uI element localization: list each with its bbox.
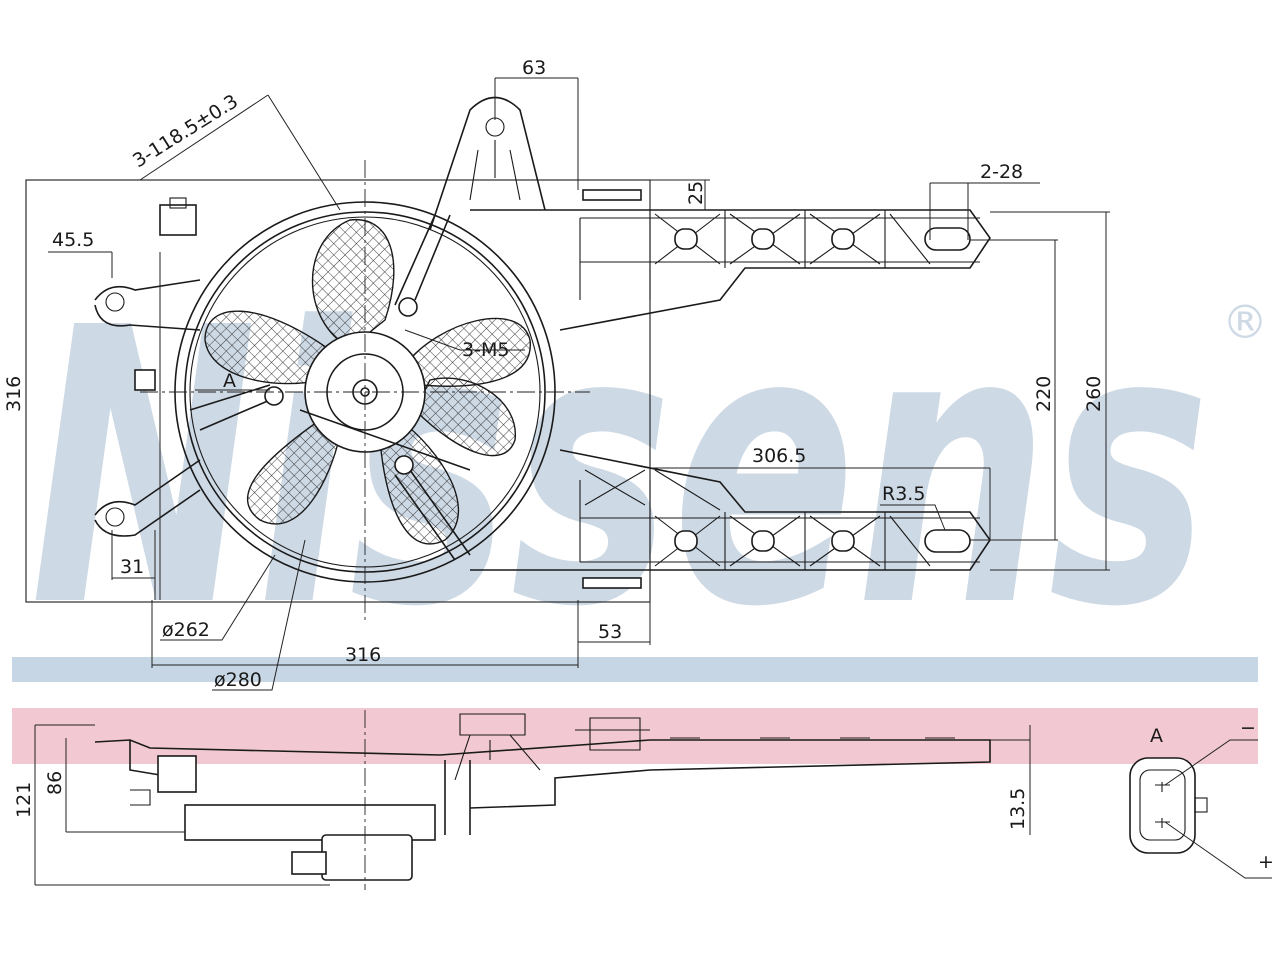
dim-25: 25 — [685, 181, 707, 205]
view-a-label-connector: A — [1150, 725, 1163, 747]
view-a-label-front: A — [223, 370, 236, 392]
dim-86: 86 — [44, 771, 66, 795]
dim-121: 121 — [13, 782, 35, 818]
mount-slots — [674, 227, 971, 553]
dim-316-width: 316 — [345, 644, 381, 666]
side-motor-end — [321, 834, 413, 881]
fan-blades — [204, 219, 531, 545]
dim-3-m5: 3-M5 — [462, 339, 509, 361]
side-motor — [184, 804, 436, 841]
dim-dia-280: ø280 — [214, 669, 262, 691]
bottom-tab — [582, 577, 642, 589]
dim-13-5: 13.5 — [1007, 788, 1029, 830]
watermark: Nissens ® — [12, 247, 1268, 764]
dim-63: 63 — [522, 57, 546, 79]
dim-260: 260 — [1083, 376, 1105, 412]
motor-arms — [189, 214, 471, 561]
overall-frame — [25, 179, 651, 603]
front-connector — [159, 204, 197, 236]
dim-316-height: 316 — [3, 376, 25, 412]
bracket-rails — [579, 210, 980, 570]
dim-dia-262: ø262 — [162, 619, 210, 641]
blue-band — [12, 657, 1258, 682]
top-tab — [582, 189, 642, 201]
registered-mark: ® — [1222, 295, 1268, 349]
dim-r3-5: R3.5 — [882, 483, 925, 505]
dim-45-5: 45.5 — [52, 229, 94, 251]
side-connector — [157, 755, 197, 793]
dim-2-28: 2-28 — [980, 161, 1023, 183]
left-lug-bottom — [94, 459, 201, 537]
pink-band — [12, 708, 1258, 764]
minus-terminal-label: − — [1240, 717, 1256, 739]
bracket-outline — [470, 209, 991, 571]
front-view — [25, 96, 991, 620]
dim-53: 53 — [598, 621, 622, 643]
dim-220: 220 — [1033, 376, 1055, 412]
plus-terminal-label: + — [1258, 851, 1274, 873]
dim-31: 31 — [120, 556, 144, 578]
dim-306-5: 306.5 — [752, 445, 806, 467]
left-lug-top — [94, 279, 201, 331]
side-view: 121 86 13.5 — [13, 710, 1031, 890]
connector-view-a: A − + — [1129, 717, 1274, 879]
dim-3-118-5: 3-118.5±0.3 — [129, 90, 242, 172]
